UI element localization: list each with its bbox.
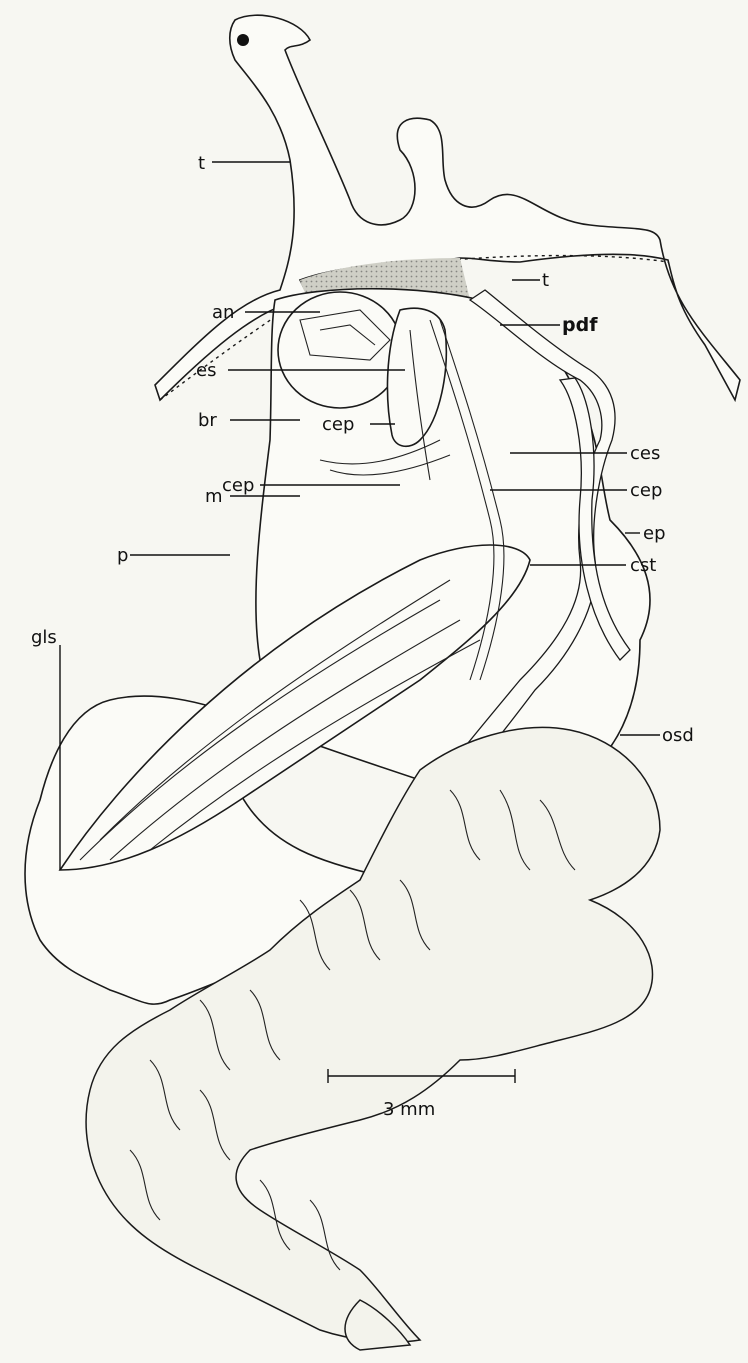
eye-spot-icon — [237, 34, 249, 46]
label-an: an — [212, 302, 234, 323]
label-cep-inner: cep — [322, 414, 354, 435]
label-br: br — [198, 410, 217, 431]
label-cep-right: cep — [630, 480, 662, 501]
label-m: m — [205, 486, 223, 507]
label-cst: cst — [630, 555, 656, 576]
label-gls: gls — [31, 627, 57, 648]
label-ces: ces — [630, 443, 660, 464]
label-t-right: t — [542, 270, 549, 291]
label-t-upper: t — [198, 153, 205, 174]
label-es: es — [196, 360, 216, 381]
label-pdf: pdf — [562, 314, 598, 336]
label-p: p — [117, 545, 128, 566]
label-ep: ep — [643, 523, 666, 544]
scale-bar-label: 3 mm — [383, 1099, 435, 1120]
label-cep-left: cep — [222, 475, 254, 496]
label-osd: osd — [662, 725, 694, 746]
